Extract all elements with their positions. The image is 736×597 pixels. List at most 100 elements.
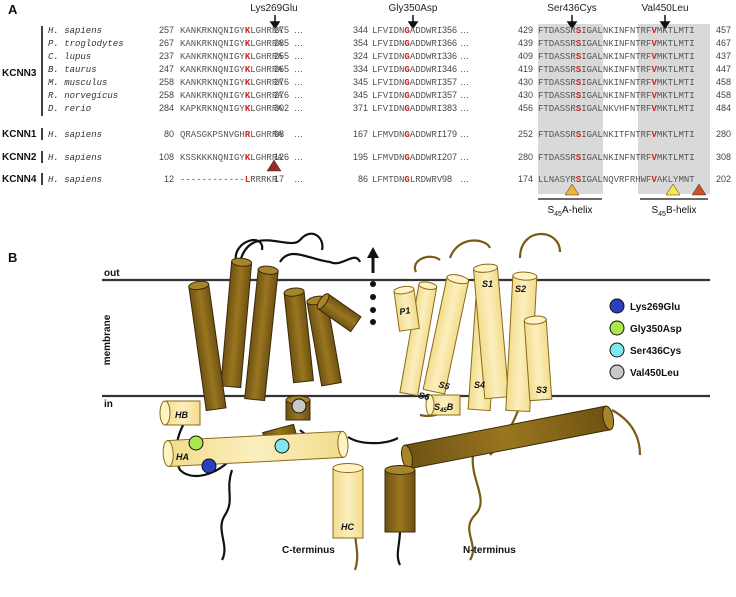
seq-gap: … [294, 174, 303, 184]
seq-segment-3: FTDASSRSIGALNKINFNTRFVMKTLMTI [538, 26, 695, 36]
hb-label: HB [175, 410, 188, 420]
light-helix-hb [159, 400, 201, 426]
ser436cys-dot [274, 438, 290, 454]
dark-helix-4 [283, 287, 314, 384]
dark-helix-long [401, 405, 615, 470]
seq-segment-3: FTDASSRSIGALNKINFNTRFVMKTLMTI [538, 52, 695, 62]
seq-segment-2: LFVIDNGADDWRI [372, 52, 442, 62]
seq-start: 108 [159, 152, 174, 162]
seq-segment-2: LFMTDNGLRDWRV [372, 175, 443, 185]
dark-helix-1 [220, 257, 253, 389]
s45b-triangle-red [691, 183, 707, 196]
hc-label: HC [341, 522, 354, 532]
seq-gap: … [294, 38, 303, 48]
seq-start: 258 [159, 90, 174, 100]
seq-gap: … [460, 129, 469, 139]
mutation-header-gly350asp: Gly350Asp [389, 3, 438, 14]
seq-start: 371 [353, 103, 368, 113]
legend-swatch [609, 342, 625, 358]
mutation-header-val450leu: Val450Leu [641, 3, 688, 14]
species-name: C. lupus [48, 52, 91, 62]
s45a-triangle [564, 183, 580, 196]
legend-label: Ser436Cys [630, 346, 682, 357]
legend-label: Val450Leu [630, 368, 679, 379]
dark-helix-vertical [384, 465, 416, 533]
c-terminus-label: C-terminus [282, 545, 335, 556]
seq-end: 207 [442, 152, 457, 162]
seq-gap: … [460, 152, 469, 162]
seq-gap: … [294, 77, 303, 87]
seq-segment-3: FTDASSRSIGALNKINFNTRFVMKTLMTI [538, 39, 695, 49]
seq-start: 12 [164, 174, 174, 184]
seq-gap: … [460, 25, 469, 35]
seq-gap: … [460, 77, 469, 87]
seq-end: 336 [442, 51, 457, 61]
seq-segment-3: FTDASSRSIGALNKVHFNTRFVMKTLMTI [538, 104, 695, 114]
seq-segment-3: FTDASSRSIGALNKITFNTRFVMKTLMTI [538, 130, 695, 140]
legend-swatch [609, 364, 625, 380]
seq-end: 458 [716, 90, 731, 100]
seq-gap: … [294, 90, 303, 100]
s45b-label: S45B [434, 402, 454, 414]
seq-segment-2: LFVIDNGADDWRI [372, 78, 442, 88]
seq-end: 302 [274, 103, 289, 113]
out-label: out [104, 268, 120, 279]
seq-end: 98 [274, 129, 284, 139]
species-name: H. sapiens [48, 153, 102, 163]
seq-segment-2: LFMVDNGADDWRI [372, 153, 442, 163]
membrane-label: membrane [102, 314, 113, 365]
mutation-header-lys269glu: Lys269Glu [250, 3, 297, 14]
seq-start: 252 [518, 129, 533, 139]
ser436-shade [538, 24, 603, 194]
light-helix-s3 [523, 315, 553, 402]
seq-segment-1: KSSKKKNQNIGYKLGHRRA [180, 153, 283, 163]
seq-start: 344 [353, 25, 368, 35]
kcnn2-mutation-triangle [266, 159, 282, 172]
species-name: H. sapiens [48, 175, 102, 185]
s45b-triangle-yellow [665, 183, 681, 196]
seq-segment-1: KAPKRKNQNIGYKLGHRRA [180, 104, 283, 114]
seq-segment-3: LLNASYRSIGALNQVRFRHWFVAKLYMNT [538, 175, 695, 185]
light-helix-s6 [399, 281, 438, 397]
seq-gap: … [294, 51, 303, 61]
seq-start: 267 [159, 38, 174, 48]
seq-start: 430 [518, 77, 533, 87]
seq-end: 276 [274, 90, 289, 100]
seq-end: 202 [716, 174, 731, 184]
seq-start: 195 [353, 152, 368, 162]
seq-gap: … [294, 64, 303, 74]
seq-segment-2: LFVIDNGADDWRI [372, 91, 442, 101]
light-helix-ha [162, 430, 349, 468]
seq-end: 179 [442, 129, 457, 139]
gene-label: KCNN1 [2, 129, 37, 140]
seq-segment-3: FTDASSRSIGALNKINFNTRFVMKTLMTI [538, 91, 695, 101]
val450leu-dot [291, 398, 307, 414]
seq-segment-3: FTDASSRSIGALNKINFNTRFVMKTLMTI [538, 153, 695, 163]
legend-swatch [609, 298, 625, 314]
s4-label: S4 [474, 380, 485, 390]
kcnn3-label: KCNN3 [2, 68, 37, 79]
seq-segment-2: LFVIDNGADDWRI [372, 26, 442, 36]
dark-helices [188, 257, 615, 533]
seq-start: 354 [353, 38, 368, 48]
seq-end: 357 [442, 77, 457, 87]
light-helix-s45b [425, 394, 461, 416]
seq-start: 258 [159, 77, 174, 87]
s1-label: S1 [482, 279, 493, 289]
seq-end: 484 [716, 103, 731, 113]
seq-segment-1: KANKRKNQNIGYKLGHRRA [180, 65, 283, 75]
seq-end: 356 [442, 25, 457, 35]
seq-segment-2: LFVIDNGADDWRI [372, 39, 442, 49]
seq-start: 237 [159, 51, 174, 61]
seq-end: 467 [716, 38, 731, 48]
light-helix-hc [332, 463, 364, 539]
seq-segment-1: KANKRKNQNIGYKLGHRRA [180, 26, 283, 36]
seq-end: 126 [274, 152, 289, 162]
species-name: H. sapiens [48, 26, 102, 36]
seq-start: 430 [518, 90, 533, 100]
in-label: in [104, 399, 113, 410]
seq-gap: … [460, 174, 469, 184]
